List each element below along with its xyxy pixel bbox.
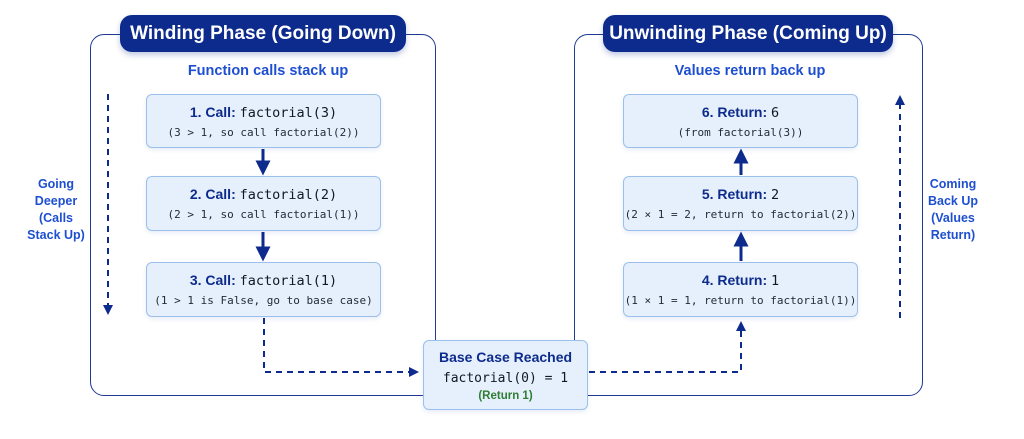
going-deeper-line: Stack Up) xyxy=(27,228,85,242)
return-node-4: 4. Return: 1 (1 × 1 = 1, return to facto… xyxy=(623,262,858,317)
coming-back-up-line: Return) xyxy=(930,228,976,242)
return-node-6: 6. Return: 6 (from factorial(3)) xyxy=(623,94,858,148)
call-description: (3 > 1, so call factorial(2)) xyxy=(167,125,360,139)
base-case-node: Base Case Reached factorial(0) = 1 (Retu… xyxy=(423,340,588,410)
base-case-return: (Return 1) xyxy=(478,389,533,402)
call-label: 3. Call: xyxy=(189,272,236,288)
coming-back-up-line: (Values xyxy=(931,211,975,225)
return-label: 6. Return: xyxy=(701,103,768,120)
return-description: (2 × 1 = 2, return to factorial(2)) xyxy=(624,208,857,221)
call-node-3: 3. Call: factorial(1) (1 > 1 is False, g… xyxy=(146,262,381,317)
return-description: (from factorial(3)) xyxy=(677,125,804,139)
return-node-heading: 4. Return: 1 xyxy=(702,272,779,289)
call-function: factorial(2) xyxy=(239,187,338,203)
return-value: 1 xyxy=(771,273,780,289)
to-base-case-arrow xyxy=(263,318,419,377)
return-value: 2 xyxy=(771,187,780,203)
coming-back-up-line: Back Up xyxy=(927,194,979,208)
return-node-5: 5. Return: 2 (2 × 1 = 2, return to facto… xyxy=(623,176,858,231)
call-function: factorial(3) xyxy=(239,104,338,121)
base-case-expression: factorial(0) = 1 xyxy=(442,370,569,386)
call-function: factorial(1) xyxy=(239,273,338,289)
call-node-2: 2. Call: factorial(2) (2 > 1, so call fa… xyxy=(146,176,381,231)
call-node-heading: 1. Call: factorial(3) xyxy=(190,104,337,121)
coming-back-up-line: Coming xyxy=(929,177,977,191)
return-value: 6 xyxy=(771,104,780,121)
winding-phase-title: Winding Phase (Going Down) xyxy=(120,15,406,52)
coming-back-up-label: Coming Back Up (Values Return) xyxy=(913,176,993,244)
unwinding-subtitle: Values return back up xyxy=(674,63,826,79)
return-node-heading: 5. Return: 2 xyxy=(702,186,779,203)
call-node-heading: 2. Call: factorial(2) xyxy=(190,186,337,203)
base-case-title: Base Case Reached xyxy=(438,348,573,365)
return-node-heading: 6. Return: 6 xyxy=(702,104,779,121)
going-deeper-label: Going Deeper (Calls Stack Up) xyxy=(16,176,96,244)
call-node-1: 1. Call: factorial(3) (3 > 1, so call fa… xyxy=(146,94,381,148)
going-deeper-line: Deeper xyxy=(34,194,78,208)
going-deeper-line: Going xyxy=(37,177,75,191)
call-description: (2 > 1, so call factorial(1)) xyxy=(167,208,360,221)
return-description: (1 × 1 = 1, return to factorial(1)) xyxy=(624,294,857,307)
winding-subtitle: Function calls stack up xyxy=(187,63,349,79)
return-label: 4. Return: xyxy=(701,272,768,288)
call-node-heading: 3. Call: factorial(1) xyxy=(190,272,337,289)
unwinding-phase-title: Unwinding Phase (Coming Up) xyxy=(603,15,893,52)
return-label: 5. Return: xyxy=(701,186,768,202)
going-deeper-line: (Calls xyxy=(38,211,74,225)
call-label: 1. Call: xyxy=(189,103,236,120)
call-label: 2. Call: xyxy=(189,186,236,202)
from-base-case-arrow xyxy=(589,321,746,373)
call-description: (1 > 1 is False, go to base case) xyxy=(154,294,373,307)
